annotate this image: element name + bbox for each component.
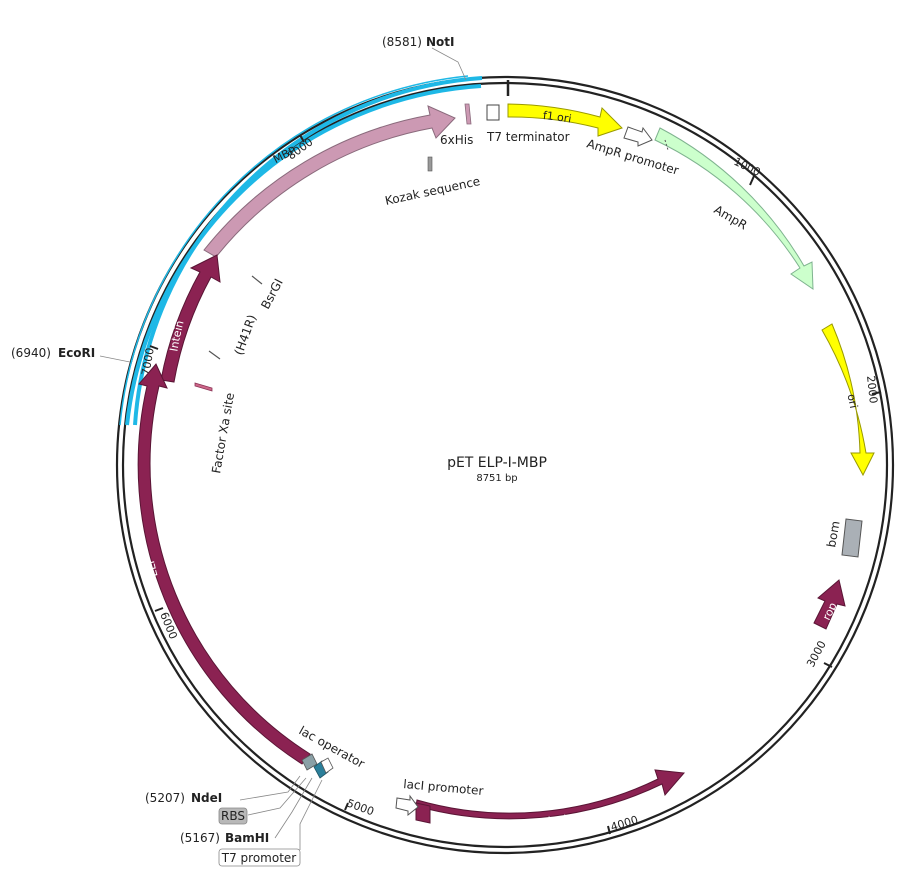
site-bamHI-name: BamHI	[225, 831, 269, 845]
tick-2000	[871, 391, 882, 395]
site-notI-pos: (8581)	[382, 35, 422, 49]
label-factor-xa: Factor Xa site	[209, 392, 237, 475]
t7-promoter-mark	[320, 757, 334, 774]
plasmid-name: pET ELP-I-MBP	[447, 455, 547, 471]
label-ori: ori	[845, 393, 861, 410]
tick-label-2000: 2000	[864, 375, 880, 404]
factor-xa-mark	[194, 382, 213, 392]
feature-ampr[interactable]	[654, 127, 814, 290]
site-ecoRI-name: EcoRI	[58, 346, 95, 360]
label-bom: bom	[824, 520, 842, 549]
site-ndeI-name: NdeI	[191, 791, 222, 805]
feature-elp[interactable]: ELP	[137, 363, 311, 765]
scale-ticks	[149, 134, 882, 835]
label-bsrgi: BsrGI	[258, 276, 286, 311]
his-tag-mark	[464, 103, 472, 125]
tick-6000	[154, 607, 164, 612]
feature-intein[interactable]: Intein	[160, 254, 221, 383]
laci-promoter-mark	[395, 794, 419, 817]
label-laci-promoter: lacI promoter	[403, 777, 484, 798]
label-kozak: Kozak sequence	[384, 174, 482, 208]
svg-text:lacI: lacI	[547, 812, 568, 828]
t7-promoter-label-box: T7 promoter	[218, 848, 301, 867]
label-elp: ELP	[143, 556, 160, 579]
site-notI-name: NotI	[426, 35, 455, 49]
rbs-label-box: RBS	[218, 807, 248, 825]
tick-4000	[607, 825, 611, 835]
lac-operator-mark	[301, 753, 318, 771]
feature-laci[interactable]: lacI	[415, 769, 686, 828]
tick-8000	[299, 134, 305, 143]
small-features	[194, 103, 653, 817]
label-6xhis: 6xHis	[440, 133, 473, 147]
feature-ori[interactable]: ori	[821, 323, 875, 477]
svg-text:ELP: ELP	[143, 556, 160, 579]
backbone	[115, 71, 895, 855]
scale-labels: 1000 2000 3000 4000 5000 6000 7000 8000	[139, 135, 880, 833]
plasmid-size: 8751 bp	[476, 473, 517, 484]
bsrgi-mark	[251, 275, 263, 285]
callout-lines	[99, 47, 467, 850]
kozak-mark	[427, 156, 433, 172]
tick-label-3000: 3000	[804, 639, 829, 670]
feature-bom[interactable]: bom	[824, 518, 863, 558]
tick-1000	[749, 175, 755, 186]
tick-5000	[344, 802, 349, 811]
label-t7-terminator: T7 terminator	[486, 130, 570, 144]
label-t7-promoter: T7 promoter	[221, 851, 297, 865]
site-ndeI[interactable]: (5207) NdeI	[145, 791, 222, 805]
site-ecoRI[interactable]: (6940) EcoRI	[11, 346, 95, 360]
h41r-mark	[208, 350, 221, 360]
site-notI[interactable]: (8581) NotI	[382, 35, 455, 49]
label-f1-ori: f1 ori	[542, 109, 572, 126]
site-ecoRI-pos: (6940)	[11, 346, 51, 360]
label-rbs: RBS	[221, 809, 245, 823]
tick-7000	[149, 345, 159, 350]
site-ndeI-pos: (5207)	[145, 791, 185, 805]
label-ampr: AmpR	[712, 202, 750, 232]
tick-label-1000: 1000	[732, 155, 763, 179]
label-h41r: (H41R)	[232, 313, 260, 357]
site-bamHI[interactable]: (5167) BamHI	[180, 831, 269, 845]
feature-rop[interactable]: rop	[813, 579, 846, 630]
label-laci: lacI	[547, 812, 568, 828]
feature-f1-ori[interactable]: f1 ori	[507, 103, 623, 137]
svg-text:f1 ori: f1 ori	[542, 109, 572, 126]
tick-3000	[823, 662, 833, 668]
ampr-promoter-mark	[623, 126, 653, 147]
t7-terminator-mark	[486, 104, 500, 121]
svg-text:ori: ori	[845, 393, 861, 410]
site-bamHI-pos: (5167)	[180, 831, 220, 845]
